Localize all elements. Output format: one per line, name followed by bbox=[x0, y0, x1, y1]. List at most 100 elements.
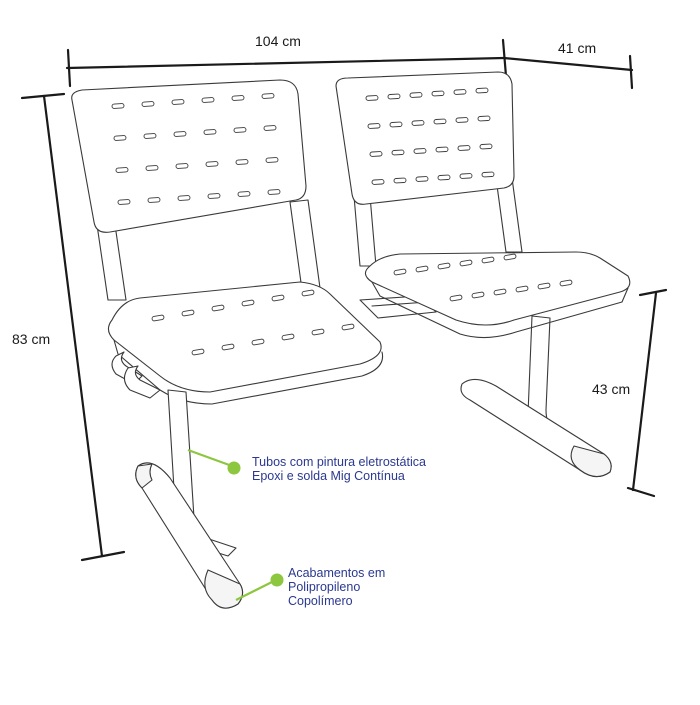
annotation-leaders bbox=[187, 448, 284, 601]
depth-dimension-line bbox=[502, 56, 634, 72]
right-foot-cap bbox=[570, 445, 612, 478]
perforation-slot bbox=[171, 99, 185, 105]
perforation-slot bbox=[251, 338, 265, 346]
perforation-slot bbox=[481, 256, 495, 264]
perforation-slot bbox=[537, 282, 551, 290]
perforation-slot bbox=[431, 90, 445, 97]
height-dimension-tick-bottom bbox=[80, 550, 126, 562]
perforation-slot bbox=[515, 285, 529, 293]
perforation-slot bbox=[477, 115, 491, 122]
finish-note-leader bbox=[235, 579, 277, 601]
perforation-slot bbox=[115, 167, 129, 173]
perforation-slot bbox=[433, 118, 447, 125]
perforation-slot bbox=[263, 125, 277, 131]
polypropylene-note-line: Polipropileno bbox=[288, 580, 361, 594]
perforation-slot bbox=[147, 197, 161, 203]
seat-height-dimension-tick-top bbox=[638, 288, 668, 297]
perforation-slot bbox=[459, 173, 473, 179]
perforation-slot bbox=[267, 189, 281, 195]
height-dimension-tick-top bbox=[20, 92, 66, 100]
perforation-slot bbox=[177, 195, 191, 201]
perforation-slot bbox=[151, 314, 165, 322]
perforation-slot bbox=[471, 291, 485, 299]
polypropylene-note-line: Copolímero bbox=[288, 594, 353, 608]
perforation-slot bbox=[261, 93, 275, 99]
perforation-slot bbox=[181, 309, 195, 317]
perforation-slot bbox=[341, 323, 355, 331]
seat-height-label: 43 cm bbox=[592, 381, 631, 397]
perforation-slot bbox=[493, 288, 507, 296]
tube-finish-note-line: Epoxi e solda Mig Contínua bbox=[252, 469, 405, 483]
perforation-slot bbox=[281, 333, 295, 341]
perforation-slot bbox=[455, 117, 469, 123]
perforation-slot bbox=[453, 89, 467, 95]
finish-note-dot bbox=[270, 573, 284, 587]
perforation-slot bbox=[201, 97, 215, 103]
perforation-slot bbox=[141, 101, 155, 107]
tube-note-dot bbox=[227, 461, 241, 475]
perforation-slot bbox=[409, 92, 423, 98]
seat-height-dimension-line bbox=[631, 291, 658, 492]
seat-height-dimension-tick-bottom bbox=[626, 486, 656, 498]
perforation-slot bbox=[235, 159, 249, 165]
left-bumper-lower bbox=[123, 365, 161, 399]
perforation-slot bbox=[211, 304, 225, 312]
perforation-slot bbox=[503, 253, 517, 261]
left-back-support-right bbox=[289, 199, 321, 291]
perforation-slot bbox=[457, 145, 471, 151]
height-label: 83 cm bbox=[12, 331, 51, 347]
perforation-slot bbox=[413, 148, 427, 154]
perforation-slot bbox=[221, 343, 235, 351]
left-seat bbox=[107, 281, 382, 393]
width-label: 104 cm bbox=[255, 33, 301, 49]
depth-label: 41 cm bbox=[558, 40, 597, 56]
perforation-slot bbox=[145, 165, 159, 171]
perforation-slot bbox=[241, 299, 255, 307]
perforation-slot bbox=[231, 95, 245, 101]
perforation-slot bbox=[301, 289, 315, 297]
left-foot-cap-top bbox=[135, 463, 153, 489]
perforation-slot bbox=[437, 262, 451, 270]
height-dimension-line bbox=[42, 94, 104, 558]
perforation-slot bbox=[387, 93, 401, 100]
left-seat-front-edge bbox=[113, 339, 384, 405]
perforation-slot bbox=[437, 174, 451, 181]
perforation-slot bbox=[265, 157, 279, 163]
dimension-lines bbox=[20, 38, 668, 562]
perforation-slot bbox=[271, 294, 285, 302]
left-foot-cap bbox=[204, 569, 244, 609]
perforation-slot bbox=[173, 131, 187, 137]
perforation-slot bbox=[365, 95, 379, 101]
depth-dimension-tick-right bbox=[628, 54, 634, 90]
perforation-slot bbox=[415, 176, 429, 182]
width-dimension-line bbox=[65, 56, 506, 70]
perforation-slot bbox=[411, 120, 425, 126]
perforation-slot bbox=[233, 127, 247, 133]
right-backrest bbox=[335, 71, 515, 205]
perforation-slot bbox=[391, 149, 405, 156]
perforation-slot bbox=[559, 279, 573, 287]
tube-finish-note: Tubos com pintura eletrostática Epoxi e … bbox=[252, 455, 426, 483]
perforation-slot bbox=[191, 348, 205, 356]
perforation-slot bbox=[111, 103, 125, 109]
perforation-slot bbox=[367, 123, 381, 129]
perforation-slot bbox=[371, 179, 385, 185]
perforation-slot bbox=[393, 268, 407, 276]
right-seat-front-edge bbox=[371, 281, 629, 339]
bench-outline bbox=[71, 71, 631, 609]
perforation-slot bbox=[175, 163, 189, 169]
polypropylene-note: Acabamentos em Polipropileno Copolímero bbox=[288, 566, 385, 608]
polypropylene-note-line: Acabamentos em bbox=[288, 566, 386, 580]
perforation-slot bbox=[311, 328, 325, 336]
perforation-slot bbox=[475, 87, 489, 94]
perforation-slot bbox=[205, 161, 219, 167]
perforation-slot bbox=[435, 146, 449, 153]
perforation-slot bbox=[415, 265, 429, 273]
right-back-support-left bbox=[353, 195, 377, 267]
right-back-support-right bbox=[495, 177, 523, 253]
perforation-slot bbox=[481, 171, 495, 178]
perforation-slot bbox=[237, 191, 251, 197]
width-dimension-tick-left bbox=[66, 48, 72, 88]
